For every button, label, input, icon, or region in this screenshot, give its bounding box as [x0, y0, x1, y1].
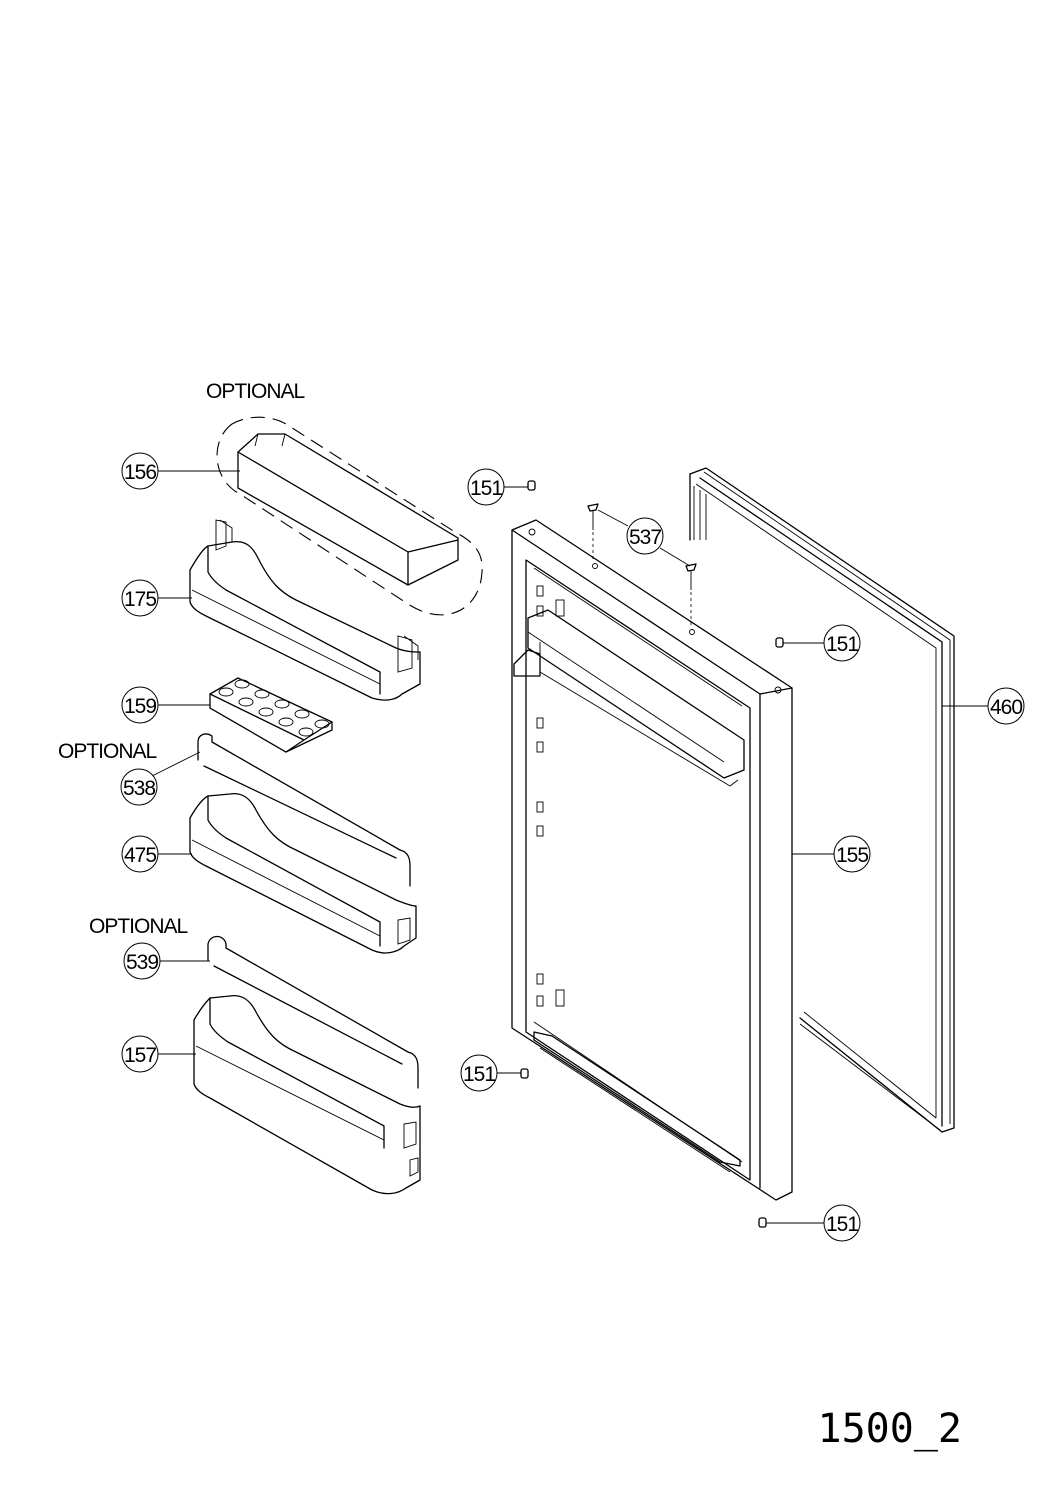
balloon-151-left-bottom: 151: [460, 1054, 498, 1092]
shelf-cover-156: [216, 416, 483, 616]
plug-151-bottom: [758, 1217, 767, 1228]
balloon-155: 155: [833, 835, 871, 873]
balloon-151-top: 151: [467, 468, 505, 506]
balloon-538: 538: [120, 768, 158, 806]
part-number-539: 539: [126, 951, 158, 974]
balloon-537: 537: [626, 517, 664, 555]
balloon-475: 475: [121, 835, 159, 873]
plug-151-top: [527, 480, 536, 491]
optional-label-top: OPTIONAL: [206, 380, 305, 403]
part-number-538: 538: [123, 777, 155, 800]
part-number-460: 460: [990, 696, 1022, 719]
balloon-539: 539: [123, 942, 161, 980]
part-number-175: 175: [124, 588, 156, 611]
bottle-rail-538: [197, 733, 411, 887]
plug-151-left-bottom: [520, 1068, 529, 1079]
leader-lines: [151, 470, 988, 1224]
part-number-151-left-bottom: 151: [463, 1063, 495, 1086]
part-number-151-top: 151: [470, 477, 502, 500]
balloon-175: 175: [121, 579, 159, 617]
door-bin-475: [189, 792, 417, 954]
screws-537: [587, 503, 697, 628]
egg-tray-159: [209, 677, 333, 753]
part-number-537: 537: [629, 526, 661, 549]
part-number-157: 157: [124, 1044, 156, 1067]
bottle-rail-539: [207, 935, 419, 1089]
drawing-code: 1500_2: [818, 1406, 963, 1452]
part-number-155: 155: [836, 844, 868, 867]
door-bin-157: [193, 994, 421, 1195]
plug-151-right: [775, 637, 784, 648]
part-number-151-bottom: 151: [826, 1213, 858, 1236]
door-gasket-460: [689, 467, 955, 1133]
balloon-157: 157: [121, 1035, 159, 1073]
part-number-151-right: 151: [826, 633, 858, 656]
balloon-156: 156: [121, 452, 159, 490]
balloon-151-bottom: 151: [823, 1204, 861, 1242]
part-number-159: 159: [124, 695, 156, 718]
door-bin-175: [189, 519, 421, 701]
balloon-159: 159: [121, 686, 159, 724]
part-number-475: 475: [124, 844, 156, 867]
optional-label-middle: OPTIONAL: [58, 740, 157, 763]
optional-label-bottom: OPTIONAL: [89, 915, 188, 938]
door-liner-155: [511, 519, 793, 1201]
part-number-156: 156: [124, 461, 156, 484]
balloon-151-right: 151: [823, 624, 861, 662]
balloon-460: 460: [987, 687, 1025, 725]
